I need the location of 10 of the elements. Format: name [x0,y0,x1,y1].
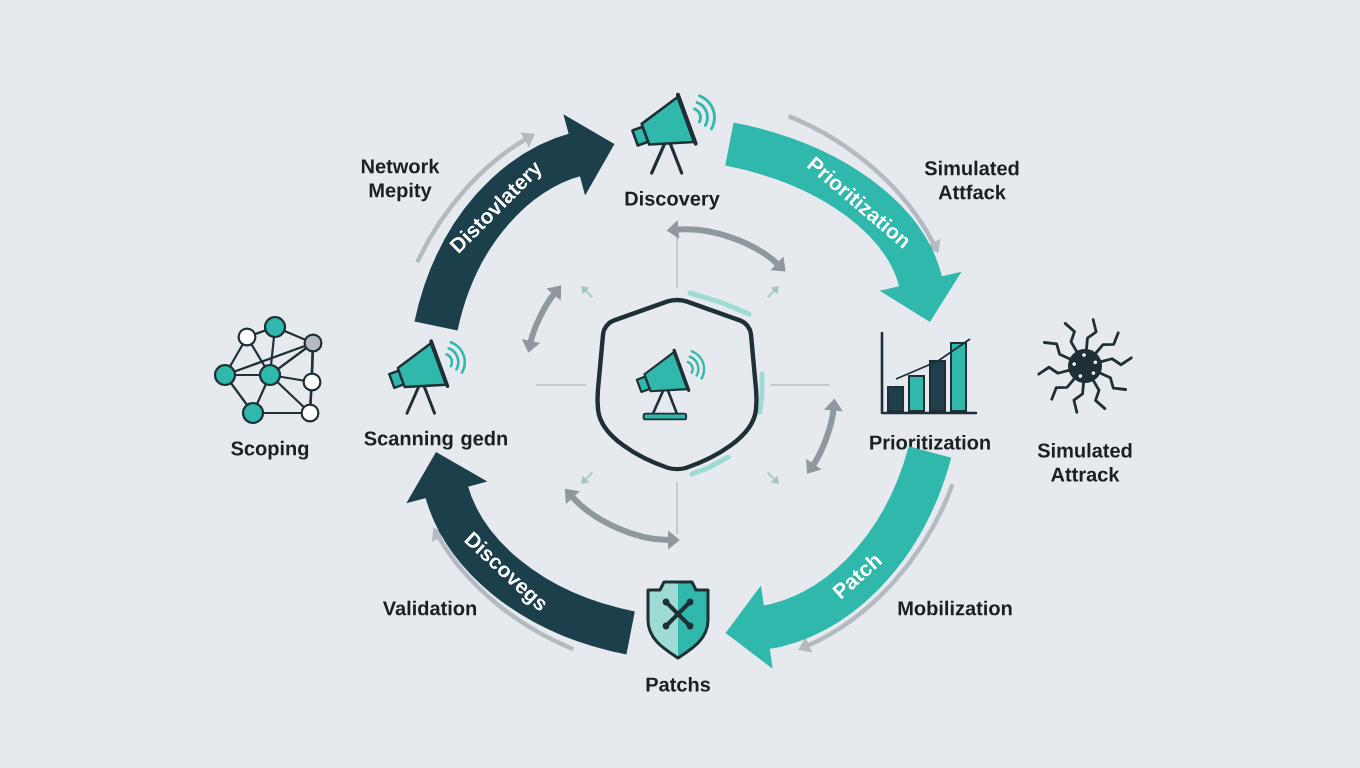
stage-label: Prioritization [870,434,990,450]
side-label: Mobilization [898,600,1012,616]
side-label: Network Mepity [361,158,440,202]
stage-label: Scanning gedn [364,430,507,450]
stage-label: Scoping [231,440,309,460]
stage-label: Patchs [646,676,710,692]
stage-label: Simulated Attrack [1037,442,1132,482]
side-label: Simulated Attfack [924,160,1019,200]
stage-label: Discovery [625,190,720,210]
megaphone-shield-icon [595,290,765,477]
